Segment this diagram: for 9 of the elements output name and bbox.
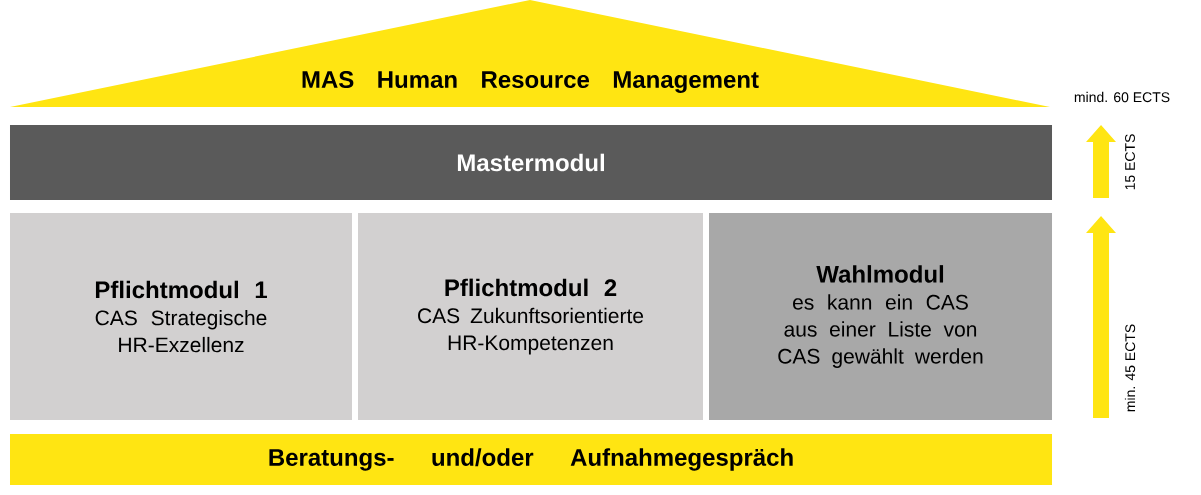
module-box: Pflichtmodul 1 CAS Strategische HR-Exzellenz <box>10 213 352 420</box>
module-box: Pflichtmodul 2 CAS Zukunftsorientierte HR-Kompetenzen <box>358 213 703 420</box>
roof-triangle: MAS Human Resource Management <box>10 0 1050 107</box>
module-band: Beratungs- und/oder Aufnahmegespräch <box>10 434 1052 485</box>
module-box: Wahlmodul es kann ein CAS aus einer Liste von CAS gewählt werden <box>709 213 1052 420</box>
ects-label: 15 ECTS <box>1125 134 1135 190</box>
ects-label: min. 45 ECTS <box>1124 324 1136 412</box>
ects-label: mind. 60 ECTS <box>1074 91 1170 103</box>
module-band: Mastermodul <box>10 125 1052 200</box>
